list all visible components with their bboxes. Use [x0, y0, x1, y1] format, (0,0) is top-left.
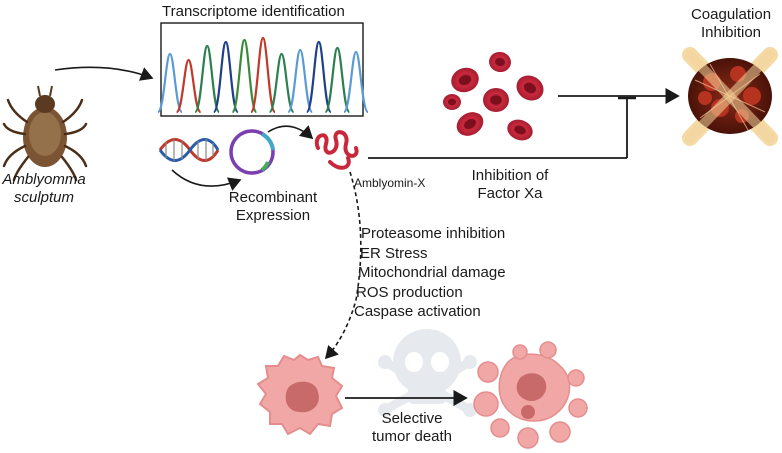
chromatogram-peak — [305, 40, 332, 114]
species-line-2: sculptum — [13, 189, 75, 206]
mechanism-item: ER Stress — [360, 244, 428, 262]
chromatogram — [156, 22, 370, 117]
tumor-death-label: Selective tumor death — [356, 410, 468, 446]
factor-xa-label: Inhibition of Factor Xa — [460, 167, 560, 203]
red-blood-cell-center — [458, 75, 472, 85]
chromatogram-peak — [175, 58, 202, 114]
red-blood-cell-center — [464, 119, 476, 129]
red-blood-cell-center — [447, 98, 457, 106]
red-blood-cell-center — [514, 125, 526, 135]
chromatogram-peak — [231, 38, 258, 114]
recombinant-label: Recombinant Expression — [224, 189, 322, 225]
coag-line-1: Coagulation — [690, 6, 772, 23]
protein-label: Amblyomin-X — [354, 176, 426, 190]
recombinant-line-2: Expression — [235, 207, 311, 224]
species-label: Amblyomma sculptum — [2, 171, 86, 207]
red-blood-cell-icon — [443, 51, 544, 141]
red-blood-cell-center — [524, 82, 536, 94]
coag-line-2: Inhibition — [700, 24, 762, 41]
mechanism-list: Proteasome inhibition ER Stress Mitochon… — [352, 224, 506, 322]
species-line-1: Amblyomma — [2, 171, 86, 188]
tumor-line-2: tumor death — [371, 428, 453, 445]
tumor-line-1: Selective — [381, 410, 443, 427]
plasmid-icon — [229, 129, 275, 175]
recombinant-line-1: Recombinant — [228, 189, 318, 206]
chromatogram-peak — [194, 44, 221, 114]
tumor-cell-icon — [256, 353, 344, 436]
mechanism-item: Proteasome inhibition — [361, 225, 506, 242]
red-blood-cell-center — [490, 95, 502, 105]
chromatogram-peak — [342, 50, 370, 114]
coagulation-label: Coagulation Inhibition — [682, 6, 780, 42]
mechanism-item: Caspase activation — [354, 303, 481, 320]
skull-icon — [378, 329, 477, 417]
transcriptome-label: Transcriptome identification — [162, 3, 345, 20]
chromatogram-peak — [212, 40, 239, 114]
apoptotic-cell-icon — [473, 341, 588, 449]
tick-icon — [2, 85, 88, 182]
chromatogram-peak — [287, 48, 314, 114]
chromatogram-peak — [324, 46, 351, 114]
chromatogram-peak — [249, 36, 277, 114]
protein-coil-icon — [314, 130, 359, 170]
chromatogram-peak — [268, 52, 295, 114]
red-blood-cell-center — [495, 57, 505, 67]
clot-icon — [682, 47, 778, 146]
dna-icon — [158, 138, 220, 162]
mechanism-item: Mitochondrial damage — [358, 264, 506, 281]
factor-line-2: Factor Xa — [477, 185, 543, 202]
chromatogram-peak — [156, 52, 184, 114]
factor-line-1: Inhibition of — [471, 167, 549, 184]
mechanism-item: ROS production — [356, 283, 463, 301]
